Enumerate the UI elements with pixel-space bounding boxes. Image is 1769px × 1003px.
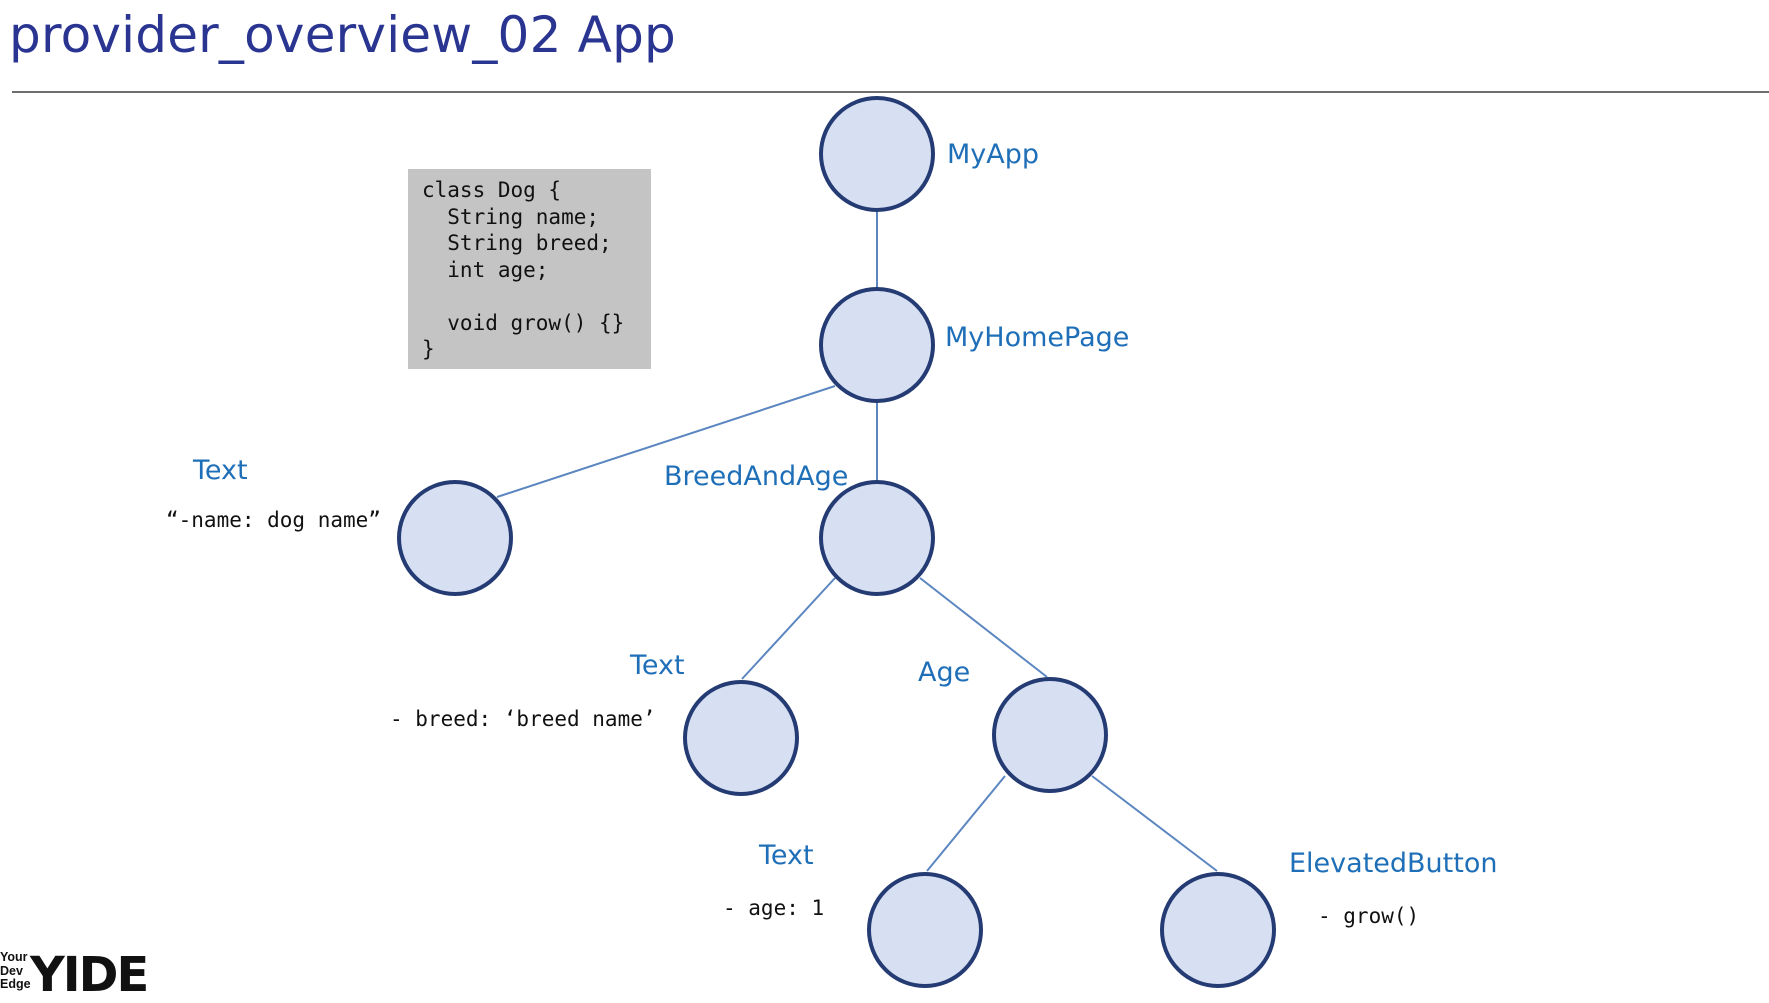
label-elevatedbutton: ElevatedButton bbox=[1289, 848, 1498, 879]
node-text-age bbox=[867, 872, 983, 988]
label-breedandage: BreedAndAge bbox=[664, 461, 849, 492]
node-age bbox=[992, 677, 1108, 793]
edge-age-elevatedbutton bbox=[1091, 775, 1218, 872]
title-divider bbox=[12, 91, 1769, 93]
node-myapp bbox=[819, 96, 935, 212]
detail-text-name: “-name: dog name” bbox=[166, 508, 381, 532]
label-text-name: Text bbox=[193, 455, 248, 486]
logo-wordmark: YIDE bbox=[30, 947, 149, 1003]
edge-age-text-age bbox=[926, 775, 1006, 872]
detail-text-breed: - breed: ‘breed name’ bbox=[390, 707, 656, 731]
node-myhomepage bbox=[819, 287, 935, 403]
label-myapp: MyApp bbox=[947, 139, 1040, 170]
code-snippet-box: class Dog { String name; String breed; i… bbox=[408, 169, 651, 369]
detail-elevatedbutton: - grow() bbox=[1318, 904, 1420, 928]
edge-myhomepage-text-name bbox=[496, 385, 836, 498]
edge-breedandage-text-breed bbox=[741, 577, 836, 680]
edge-breedandage-age bbox=[919, 577, 1048, 678]
tree-nodes bbox=[397, 96, 1276, 988]
detail-text-age: - age: 1 bbox=[723, 896, 825, 920]
code-snippet: class Dog { String name; String breed; i… bbox=[422, 178, 625, 361]
label-text-breed: Text bbox=[630, 650, 685, 681]
tree-edges bbox=[496, 210, 1218, 872]
label-myhomepage: MyHomePage bbox=[945, 322, 1130, 353]
node-breedandage bbox=[819, 480, 935, 596]
slide-title: provider_overview_02 App bbox=[9, 6, 676, 64]
node-text-breed bbox=[683, 680, 799, 796]
node-text-name bbox=[397, 480, 513, 596]
label-text-age: Text bbox=[759, 840, 814, 871]
node-elevatedbutton bbox=[1160, 872, 1276, 988]
label-age: Age bbox=[918, 657, 971, 688]
